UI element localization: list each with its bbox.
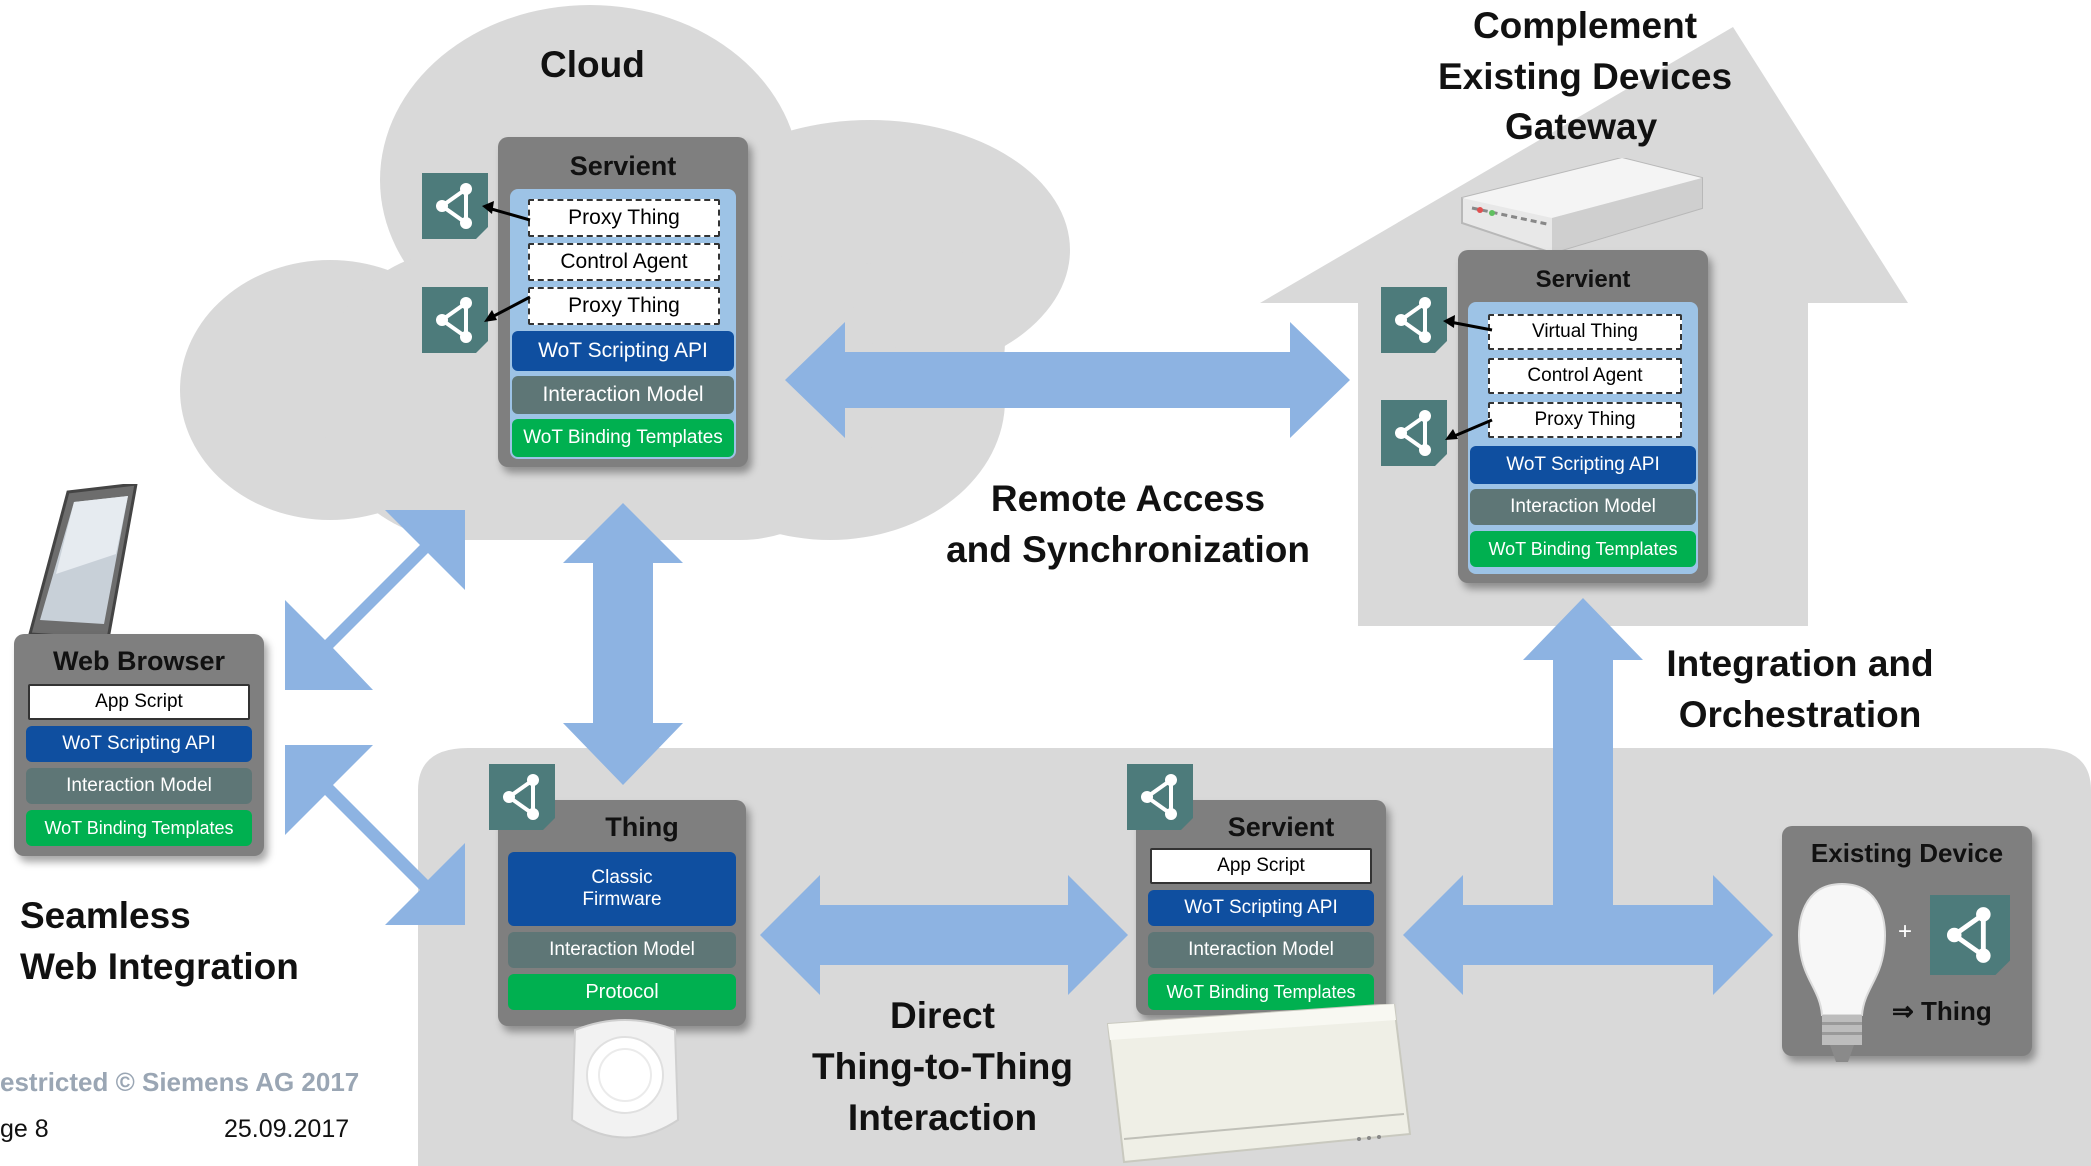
gateway-virtual-thing: Virtual Thing	[1488, 314, 1682, 350]
local-interaction-model: Interaction Model	[1148, 932, 1374, 968]
motion-sensor-image	[570, 1019, 680, 1139]
arrow-cloud-thing	[563, 503, 683, 785]
tablet-image	[28, 484, 138, 641]
thing-icon	[422, 287, 488, 353]
gateway-device-image	[1461, 158, 1703, 255]
gateway-title: Gateway	[1505, 106, 1658, 147]
arrow-thing-servient	[760, 875, 1128, 995]
local-servient-panel: Servient App Script WoT Scripting API In…	[1136, 800, 1386, 1015]
browser-binding-templates: WoT Binding Templates	[26, 810, 252, 846]
gateway-binding-templates: WoT Binding Templates	[1470, 531, 1696, 567]
local-scripting-api: WoT Scripting API	[1148, 890, 1374, 926]
arrow-cloud-gateway	[785, 322, 1350, 438]
gateway-proxy-thing: Proxy Thing	[1488, 402, 1682, 438]
cloud-control-agent: Control Agent	[528, 243, 720, 281]
local-app-script: App Script	[1150, 848, 1372, 884]
gateway-interaction-model: Interaction Model	[1470, 489, 1696, 525]
caption-direct: Direct Thing-to-Thing Interaction	[790, 990, 1095, 1143]
thing-icon	[422, 173, 488, 239]
thing-icon	[1930, 895, 2010, 975]
thing-panel: Thing Classic Firmware Interaction Model…	[498, 800, 746, 1026]
arrows	[285, 322, 1773, 995]
cloud-title: Cloud	[540, 44, 645, 85]
thing-firmware-line1: Classic	[591, 867, 653, 888]
footer-date: 25.09.2017	[224, 1115, 350, 1143]
local-binding-templates: WoT Binding Templates	[1148, 974, 1374, 1010]
caption-direct-line1: Direct	[890, 995, 995, 1036]
caption-direct-line3: Interaction	[847, 1097, 1038, 1138]
web-browser-panel: Web Browser App Script WoT Scripting API…	[14, 634, 264, 856]
thing-icon	[1381, 287, 1447, 353]
caption-seamless-line2: Web Integration	[20, 946, 299, 987]
cloud-binding-templates: WoT Binding Templates	[512, 419, 734, 457]
local-servient-title: Servient	[1227, 812, 1335, 842]
gateway-servient-panel: Servient Virtual Thing Control Agent Pro…	[1458, 250, 1708, 583]
cloud-proxy-thing-2: Proxy Thing	[528, 287, 720, 325]
caption-remote-access-line2: and Synchronization	[946, 529, 1310, 570]
existing-device-plus: +	[1898, 918, 1913, 945]
caption-integration-line1: Integration and	[1666, 643, 1934, 684]
cloud-servient-panel: Servient Proxy Thing Control Agent Proxy…	[498, 137, 748, 467]
caption-direct-line2: Thing-to-Thing	[812, 1046, 1073, 1087]
light-bulb-image	[1798, 882, 1886, 1062]
caption-seamless-line1: Seamless	[20, 895, 191, 936]
caption-integration: Integration and Orchestration	[1620, 638, 1980, 740]
browser-scripting-api: WoT Scripting API	[26, 726, 252, 762]
thing-classic-firmware: Classic Firmware	[508, 852, 736, 926]
thing-icon	[1381, 400, 1447, 466]
connector-arrows-gateway	[1443, 315, 1493, 440]
caption-integration-line2: Orchestration	[1678, 694, 1922, 735]
arrow-browser-cloud	[285, 510, 465, 690]
cloud-proxy-thing-1: Proxy Thing	[528, 199, 720, 237]
caption-complement-line1: Complement	[1472, 5, 1698, 46]
caption-complement-line2: Existing Devices	[1437, 56, 1733, 97]
thing-icon	[489, 764, 555, 830]
gateway-servient-title: Servient	[1535, 266, 1631, 293]
cloud-scripting-api: WoT Scripting API	[512, 331, 734, 371]
existing-device-title: Existing Device	[1810, 838, 2004, 868]
gateway-control-agent: Control Agent	[1488, 358, 1682, 394]
cloud-interaction-model: Interaction Model	[512, 376, 734, 414]
thing-icon	[1127, 764, 1193, 830]
caption-complement: Complement Existing Devices	[1420, 0, 1750, 102]
footer-page: ge 8	[0, 1115, 49, 1143]
thing-firmware-line2: Firmware	[582, 889, 662, 910]
air-conditioner-image	[1106, 1004, 1412, 1164]
arrow-complement-integration	[1403, 598, 1773, 995]
cloud-servient-title: Servient	[569, 151, 677, 181]
thing-interaction-model: Interaction Model	[508, 932, 736, 968]
web-browser-title: Web Browser	[52, 646, 226, 676]
browser-interaction-model: Interaction Model	[26, 768, 252, 804]
thing-protocol: Protocol	[508, 974, 736, 1010]
caption-seamless: Seamless Web Integration	[20, 890, 360, 992]
thing-title: Thing	[605, 812, 679, 842]
browser-app-script: App Script	[28, 684, 250, 720]
existing-device-result: ⇒ Thing	[1892, 996, 1992, 1026]
gateway-scripting-api: WoT Scripting API	[1470, 446, 1696, 484]
caption-remote-access-line1: Remote Access	[990, 478, 1266, 519]
connector-arrows-cloud	[482, 201, 531, 322]
arrow-browser-thing	[285, 745, 465, 925]
caption-remote-access: Remote Access and Synchronization	[928, 473, 1328, 575]
footer-copyright: estricted © Siemens AG 2017	[0, 1067, 360, 1097]
